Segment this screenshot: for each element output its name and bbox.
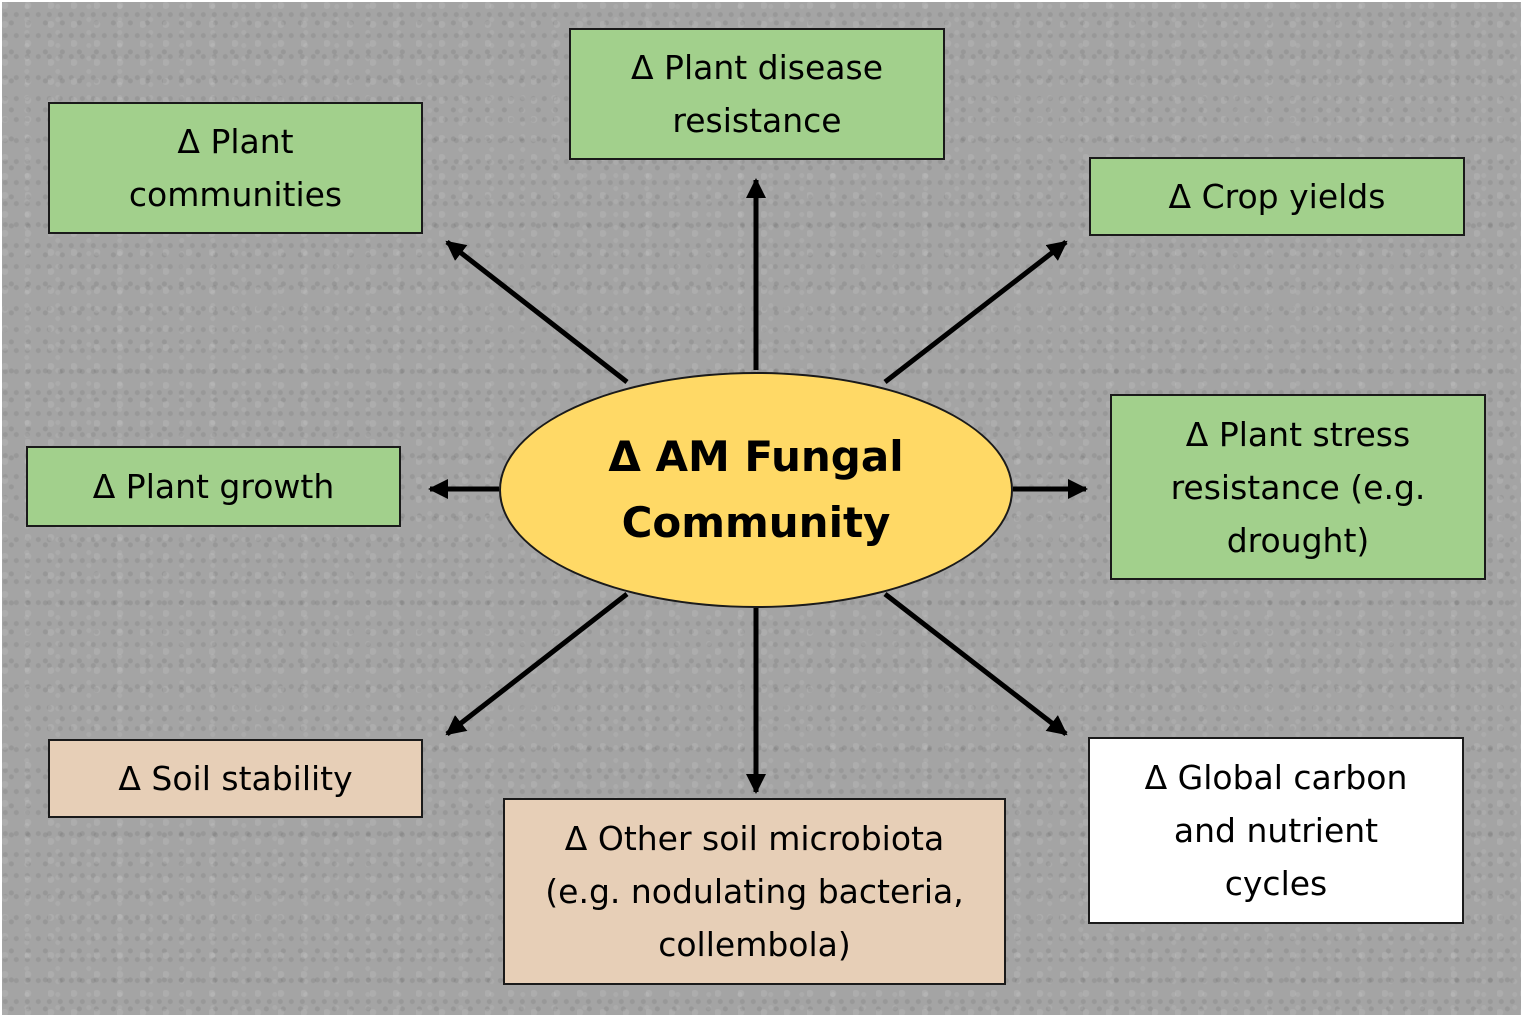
other-soil-microbiota-line-2: (e.g. nodulating bacteria, — [545, 872, 964, 911]
plant-growth-box: Δ Plant growth — [26, 446, 401, 527]
soil-stability-box: Δ Soil stability — [48, 739, 423, 818]
plant-stress-resistance-line-2: resistance (e.g. — [1170, 467, 1426, 507]
other-soil-microbiota-line-3: collembola) — [658, 925, 851, 964]
plant-disease-resistance-line-2: resistance — [672, 101, 842, 140]
arrow-to-plant-communities — [445, 240, 629, 384]
global-cycles-line-3: cycles — [1224, 864, 1328, 903]
global-cycles-box: Δ Global carbon and nutrient cycles — [1088, 737, 1464, 924]
crop-yields-line-1: Δ Crop yields — [1168, 177, 1386, 216]
center-title-line-2: Community — [621, 498, 891, 547]
other-soil-microbiota-box: Δ Other soil microbiota (e.g. nodulating… — [503, 798, 1006, 985]
plant-communities-line-1: Δ Plant — [177, 122, 294, 161]
arrow-to-crop-yields — [883, 240, 1068, 384]
soil-stability-line-1: Δ Soil stability — [118, 759, 353, 798]
plant-stress-resistance-box: Δ Plant stress resistance (e.g. drought) — [1110, 394, 1486, 580]
plant-communities-line-2: communities — [128, 175, 343, 214]
other-soil-microbiota-line-1: Δ Other soil microbiota — [564, 819, 945, 858]
plant-disease-resistance-line-1: Δ Plant disease — [630, 48, 884, 87]
plant-growth-line-1: Δ Plant growth — [92, 467, 335, 506]
plant-communities-box: Δ Plant communities — [48, 102, 423, 234]
plant-disease-resistance-box: Δ Plant disease resistance — [569, 28, 945, 160]
global-cycles-line-2: and nutrient — [1173, 811, 1379, 850]
center-title-line-1: Δ AM Fungal — [608, 432, 904, 481]
arrow-to-global-cycles — [883, 592, 1068, 736]
am-fungal-community-ellipse: Δ AM Fungal Community — [499, 372, 1013, 608]
plant-stress-resistance-line-1: Δ Plant stress — [1185, 414, 1411, 454]
global-cycles-line-1: Δ Global carbon — [1144, 758, 1408, 797]
crop-yields-box: Δ Crop yields — [1089, 157, 1465, 236]
arrow-to-soil-stability — [445, 592, 629, 736]
plant-stress-resistance-line-3: drought) — [1226, 520, 1370, 560]
